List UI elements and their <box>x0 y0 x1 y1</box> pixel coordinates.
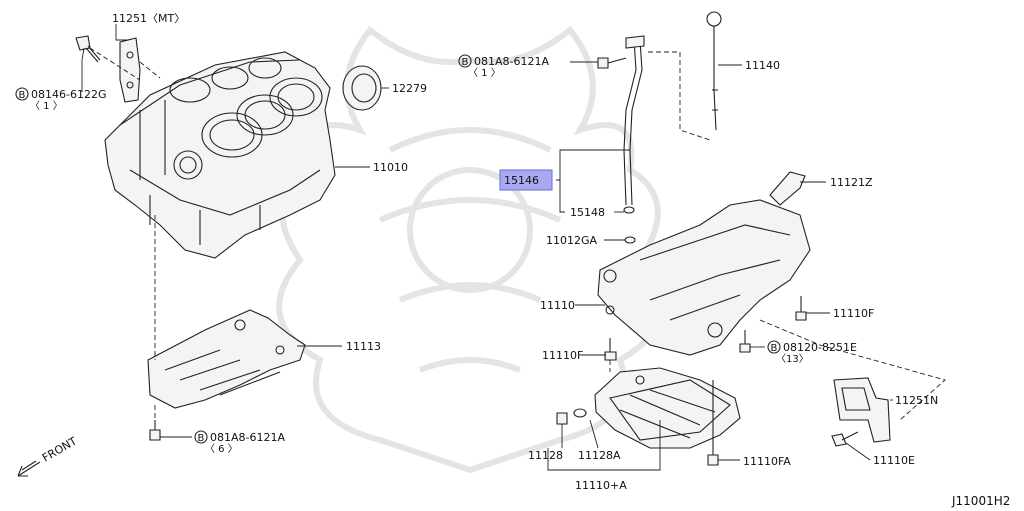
label-11140: 11140 <box>745 59 780 72</box>
front-arrow: FRONT <box>17 434 79 477</box>
cylinder-block-11010[interactable] <box>104 51 336 259</box>
label-11110e: 11110E <box>873 454 915 467</box>
label-081a8-6121a-qty6: B 081A8-6121A 〈 6 〉 <box>194 430 285 455</box>
oil-pan-upper-11110[interactable] <box>597 199 811 356</box>
svg-text:B: B <box>19 90 26 101</box>
bolt-081a8-6121a-lower[interactable] <box>149 420 161 441</box>
bolt-11110f-left[interactable] <box>604 338 617 361</box>
bolt-11110e[interactable] <box>831 431 859 447</box>
svg-text:B: B <box>462 57 469 68</box>
svg-text:B: B <box>771 343 778 354</box>
oil-filter-bracket-11121z[interactable] <box>769 171 806 206</box>
label-11128a: 11128A <box>578 449 621 462</box>
oil-pan-lower-11110-plus-a[interactable] <box>594 367 741 449</box>
label-11121z: 11121Z <box>830 176 873 189</box>
svg-text:08120-8251E: 08120-8251E <box>783 341 857 354</box>
oil-seal-12279[interactable] <box>342 65 382 111</box>
label-11110: 11110 <box>540 299 575 312</box>
o-ring-15148[interactable] <box>623 206 635 214</box>
label-15148: 15148 <box>570 206 605 219</box>
label-08146-6122g: B 08146-6122G 〈 1 〉 <box>15 87 106 112</box>
label-11010: 11010 <box>373 161 408 174</box>
bolt-081a8-6121a-upper[interactable] <box>597 57 627 69</box>
front-label: FRONT <box>40 434 79 464</box>
bolt-08146-6122g[interactable] <box>75 35 101 63</box>
label-081a8-6121a-qty1: B 081A8-6121A 〈 1 〉 <box>458 54 549 79</box>
diagram-code: J11001H2 <box>951 494 1010 508</box>
svg-text:081A8-6121A: 081A8-6121A <box>210 431 285 444</box>
svg-text:081A8-6121A: 081A8-6121A <box>474 55 549 68</box>
baffle-plate-11113[interactable] <box>147 309 306 409</box>
svg-text:B: B <box>198 433 205 444</box>
bolt-08120-8251e[interactable] <box>739 330 751 353</box>
svg-text:15146: 15146 <box>504 174 539 187</box>
svg-text:〈13〉: 〈13〉 <box>776 353 809 365</box>
bolt-11110fa[interactable] <box>707 380 719 466</box>
label-12279: 12279 <box>392 82 427 95</box>
label-11251-mt: 11251〈MT〉 <box>112 12 185 25</box>
label-11110fa: 11110FA <box>743 455 791 468</box>
stiffener-11251n[interactable] <box>833 377 891 443</box>
label-11110-plus-a: 11110+A <box>575 479 627 492</box>
bolt-11110f-right[interactable] <box>795 296 807 321</box>
label-11012ga: 11012GA <box>546 234 598 247</box>
label-11128: 11128 <box>528 449 563 462</box>
rear-plate-11251-mt[interactable] <box>119 37 141 103</box>
label-11251n: 11251N <box>895 394 938 407</box>
washer-11128a[interactable] <box>573 408 587 418</box>
dipstick-tube-15146[interactable] <box>623 35 645 206</box>
label-11110f-right: 11110F <box>833 307 874 320</box>
label-11110f-left: 11110F <box>542 349 583 362</box>
svg-text:08146-6122G: 08146-6122G <box>31 88 106 101</box>
svg-text:〈 1 〉: 〈 1 〉 <box>30 100 63 112</box>
svg-text:〈 1 〉: 〈 1 〉 <box>468 67 501 79</box>
dipstick-11140[interactable] <box>706 11 722 131</box>
leader-lines <box>81 24 893 471</box>
drain-plug-11128[interactable] <box>556 412 568 425</box>
svg-text:〈 6 〉: 〈 6 〉 <box>205 443 238 455</box>
label-08120-8251e: B 08120-8251E 〈13〉 <box>767 340 857 365</box>
label-11113: 11113 <box>346 340 381 353</box>
label-15146-highlighted[interactable]: 15146 <box>499 169 553 191</box>
washer-11012ga[interactable] <box>624 236 636 244</box>
